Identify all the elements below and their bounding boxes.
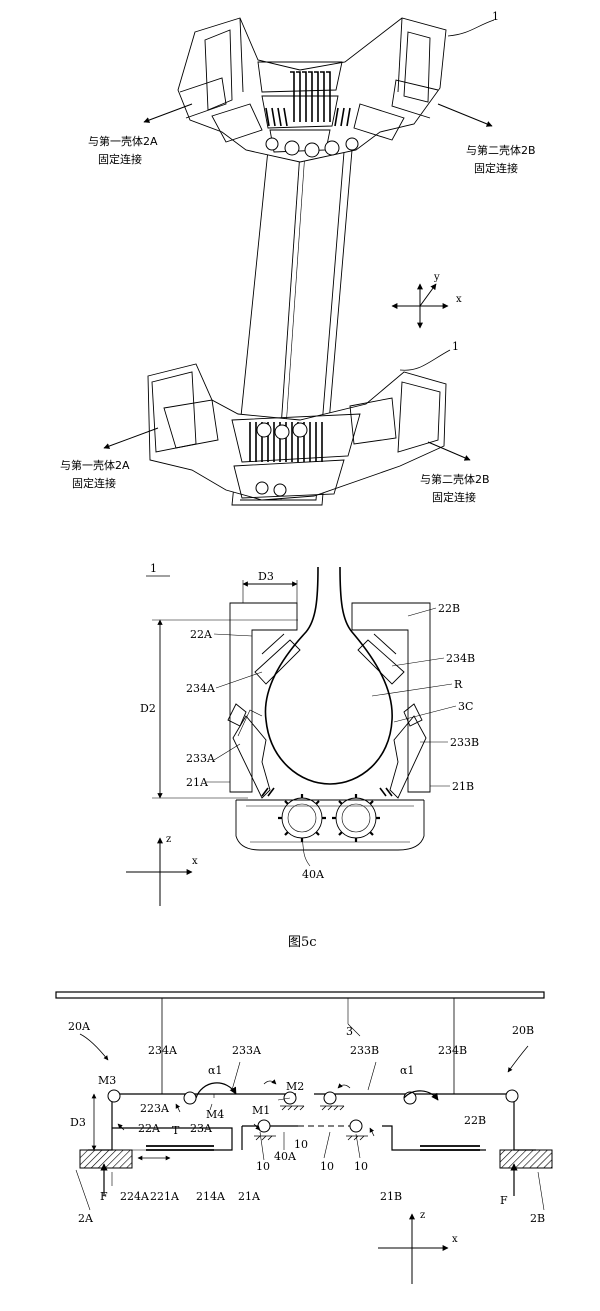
label-22A-schematic: 22A — [138, 1122, 161, 1135]
door-plate-234B — [357, 633, 405, 685]
label-234B-schematic: 234B — [438, 1044, 467, 1057]
upper-gears — [265, 71, 359, 158]
label-D2: D2 — [140, 702, 156, 715]
door-plate-234A — [254, 633, 301, 685]
housing-2A — [79, 1149, 133, 1169]
xz-axis-glyph-bottom — [378, 1213, 449, 1284]
label-M4: M4 — [206, 1108, 224, 1121]
axis-z-label-bottom: z — [420, 1210, 425, 1221]
section-ref-1: 1 — [150, 562, 157, 575]
label-40A-schematic: 40A — [274, 1150, 297, 1163]
callout-1-top: 1 — [492, 10, 499, 23]
label-D3-section: D3 — [258, 570, 274, 583]
xz-axis-glyph — [126, 837, 193, 906]
label-233B-schematic: 233B — [350, 1044, 379, 1057]
right-top-note-1: 与第二壳体2B — [466, 143, 536, 157]
callout-leader-top — [447, 19, 495, 37]
right-top-note-2: 固定连接 — [474, 161, 518, 175]
label-233A-section: 233A — [186, 752, 216, 765]
axis-y-label-top: y — [433, 272, 440, 283]
axis-x-label-bottom: x — [452, 1234, 458, 1245]
ground-symbols — [254, 1105, 368, 1141]
housing-2B — [499, 1149, 553, 1169]
swing-233B — [389, 715, 427, 799]
label-10-b: 10 — [294, 1138, 308, 1151]
section-view — [126, 566, 457, 906]
flexible-screen-3C — [264, 566, 393, 785]
label-22B-section: 22B — [438, 602, 460, 615]
xy-axis-glyph — [391, 283, 449, 329]
label-21A-schematic: 21A — [238, 1190, 261, 1203]
label-10-c: 10 — [320, 1160, 334, 1173]
label-M1: M1 — [252, 1104, 270, 1117]
label-3C: 3C — [458, 700, 473, 713]
label-22A-section: 22A — [190, 628, 213, 641]
label-234A-schematic: 234A — [148, 1044, 178, 1057]
direction-arrows-top — [103, 103, 493, 461]
section-leaders — [206, 607, 457, 867]
figure-caption: 图5c — [288, 935, 317, 950]
left-top-note-1: 与第一壳体2A — [88, 134, 158, 148]
label-D3-schematic: D3 — [70, 1116, 86, 1129]
screen-3 — [55, 991, 545, 999]
label-10-a: 10 — [256, 1160, 270, 1173]
gear-40A — [278, 794, 326, 842]
label-10-d: 10 — [354, 1160, 368, 1173]
label-21A-section: 21A — [186, 776, 209, 789]
schematic-view — [55, 991, 553, 1284]
label-M2: M2 — [286, 1080, 304, 1093]
label-20B: 20B — [512, 1024, 534, 1037]
label-21B-schematic: 21B — [380, 1190, 402, 1203]
right-bottom-note-1: 与第二壳体2B — [420, 472, 490, 486]
schematic-leaders — [75, 1023, 545, 1211]
label-221A: 221A — [150, 1190, 180, 1203]
left-top-note-2: 固定连接 — [98, 152, 142, 166]
label-2A: 2A — [78, 1212, 94, 1225]
housing-22B — [351, 602, 431, 793]
right-bottom-note-2: 固定连接 — [432, 490, 476, 504]
label-20A: 20A — [68, 1020, 91, 1033]
lower-hinge-assembly — [147, 363, 447, 501]
gear-40B — [332, 794, 380, 842]
label-F-left: F — [100, 1190, 108, 1203]
housing-22A — [229, 602, 298, 793]
label-233B-section: 233B — [450, 736, 479, 749]
callout-leader-bottom — [399, 349, 451, 371]
isometric-hinge-view — [103, 17, 495, 506]
callout-1-bottom: 1 — [452, 340, 459, 353]
label-234A-section: 234A — [186, 682, 216, 695]
upper-hinge-assembly — [177, 17, 447, 163]
label-R: R — [454, 678, 463, 691]
axis-x-label-top: x — [456, 294, 462, 305]
label-214A: 214A — [196, 1190, 226, 1203]
label-223A: 223A — [140, 1102, 170, 1115]
base-plate — [235, 800, 425, 851]
label-2B: 2B — [530, 1212, 545, 1225]
label-22B-schematic: 22B — [464, 1114, 486, 1127]
label-40A-section: 40A — [302, 868, 325, 881]
label-234B-section: 234B — [446, 652, 475, 665]
label-alpha1-right: α1 — [400, 1064, 414, 1077]
lower-gears — [249, 422, 323, 497]
label-224A: 224A — [120, 1190, 150, 1203]
axis-x-label-mid: x — [192, 856, 198, 867]
left-bottom-note-2: 固定连接 — [72, 476, 116, 490]
left-bottom-note-1: 与第一壳体2A — [60, 458, 130, 472]
label-alpha1-left: α1 — [208, 1064, 222, 1077]
label-21B-section: 21B — [452, 780, 474, 793]
label-3: 3 — [346, 1025, 353, 1038]
label-T: T — [172, 1124, 180, 1137]
label-23A: 23A — [190, 1122, 213, 1135]
label-F-right: F — [500, 1194, 508, 1207]
swing-233A — [232, 715, 271, 799]
label-M3: M3 — [98, 1074, 116, 1087]
axis-z-label-mid: z — [166, 834, 171, 845]
label-233A-schematic: 233A — [232, 1044, 262, 1057]
